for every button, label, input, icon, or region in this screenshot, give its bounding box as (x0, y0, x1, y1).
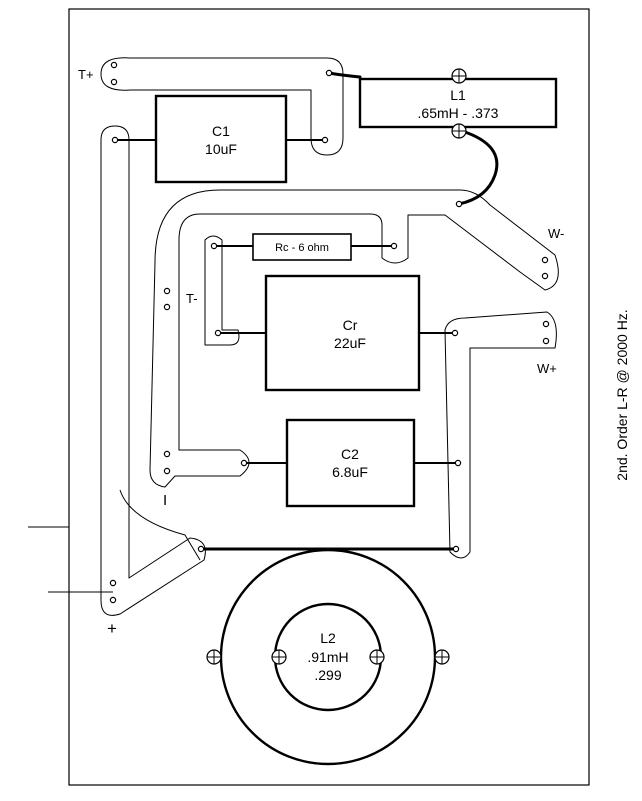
component-c2: C2 6.8uF (285, 418, 416, 508)
trace-ground (119, 489, 201, 561)
screw-l2-far-right (434, 649, 450, 665)
component-rc: Rc - 6 ohm (252, 233, 352, 261)
pad-plus-a (109, 579, 117, 587)
pad-rc-left (210, 242, 218, 250)
pad-l2-left (197, 545, 205, 553)
component-cr: Cr 22uF (264, 274, 421, 392)
pad-l1-in (325, 69, 333, 77)
pad-tminus-a (163, 287, 171, 295)
pad-tplus-b (110, 78, 118, 86)
terminal-label-tplus: T+ (78, 67, 94, 82)
trace-minus (100, 125, 206, 616)
trace-wminus (149, 189, 559, 488)
pad-minus-b (163, 467, 171, 475)
pad-rc-right (390, 242, 398, 250)
cr-body (264, 274, 421, 392)
pad-c1-left (111, 136, 119, 144)
c1-value: 10uF (205, 141, 237, 157)
l1-name: L1 (450, 87, 466, 103)
component-c1: C1 10uF (154, 94, 288, 184)
screw-l2-far-left (206, 649, 222, 665)
screw-l2-inner-left (271, 649, 287, 665)
l2-name: L2 (320, 630, 336, 646)
pad-cr-left (214, 329, 222, 337)
trace-wplus (444, 311, 557, 559)
c2-name: C2 (341, 446, 359, 462)
pad-minus-a (163, 450, 171, 458)
terminal-label-minus: I (163, 492, 167, 509)
pcb-traces (100, 57, 559, 616)
c1-name: C1 (212, 123, 230, 139)
pad-c2-left (240, 459, 248, 467)
terminal-label-tminus: T- (186, 291, 198, 306)
pad-wplus-b (542, 337, 550, 345)
pad-tplus-a (110, 61, 118, 69)
rc-label: Rc - 6 ohm (275, 242, 329, 254)
board-outline (68, 8, 590, 786)
trace-rc (204, 235, 240, 346)
screw-l1-bottom (451, 123, 467, 139)
pad-plus-b (109, 596, 117, 604)
side-caption: 2nd. Order L-R @ 2000 Hz. (614, 309, 630, 480)
pad-cr-right (451, 329, 459, 337)
l2-dcr: .299 (314, 667, 341, 683)
terminal-label-wminus: W- (548, 226, 564, 241)
screw-l2-inner-right (369, 649, 385, 665)
l2-value: .91mH (307, 649, 348, 665)
pad-tminus-b (163, 303, 171, 311)
pad-wminus-a (541, 256, 549, 264)
rc-body (252, 233, 352, 261)
cr-name: Cr (343, 317, 358, 333)
wire-l1-top (327, 71, 362, 79)
pad-l1-out (455, 200, 463, 208)
c2-body (285, 418, 416, 508)
solder-pads (109, 61, 550, 604)
terminal-label-wplus: W+ (537, 361, 557, 376)
pad-c2-right (454, 459, 462, 467)
trace-tplus (100, 57, 344, 156)
pad-wplus-a (542, 320, 550, 328)
c1-body (154, 94, 288, 184)
component-l2: L2 .91mH .299 (219, 548, 437, 766)
c2-value: 6.8uF (332, 464, 368, 480)
component-l1: L1 .65mH - .373 (358, 77, 558, 129)
cr-value: 22uF (334, 335, 366, 351)
screw-l1-top (451, 68, 467, 84)
pad-c1-right (321, 136, 329, 144)
l1-value: .65mH - .373 (418, 105, 499, 121)
pad-l2-right (452, 545, 460, 553)
pad-wminus-b (541, 272, 549, 280)
wire-l1-bottom (457, 129, 499, 206)
terminal-label-plus: + (107, 619, 117, 638)
mounting-screws (206, 68, 467, 665)
